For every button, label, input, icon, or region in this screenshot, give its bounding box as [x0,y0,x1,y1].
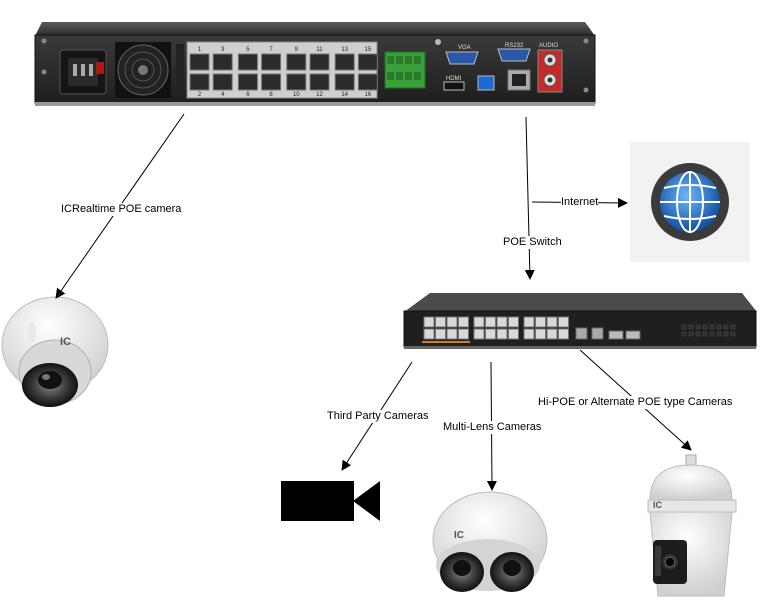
nvr-port-number: 16 [365,92,372,98]
label-internet: Internet [561,196,599,209]
switch-port [508,316,519,328]
video-camera-icon [281,481,380,521]
switch-port [508,328,519,340]
switch-port [485,316,496,328]
nvr-port [309,53,330,71]
switch-port [546,316,558,328]
nvr-port [309,73,330,91]
audio-jack-icons [537,49,563,93]
label-third-party-cameras: Third Party Cameras [327,410,429,423]
nvr-port [357,73,378,91]
internet-globe-icon [630,142,750,262]
nvr-poe-ports [189,53,378,91]
switch-port [423,316,435,328]
switch-port [535,316,546,328]
switch-port [435,328,446,340]
nvr-port-number: 11 [316,47,323,53]
rs232-port-icon [497,48,531,62]
switch-port [485,328,496,340]
nvr-port-number: 14 [341,92,348,98]
multi-lens-camera-logo: IC [454,530,464,541]
switch-port [473,328,485,340]
switch-port [558,328,569,340]
nvr-port-number: 4 [221,92,225,98]
ptz-camera-logo: IC [653,500,663,510]
hdmi-port-icon [443,81,465,91]
poe-switch-ports [422,316,569,343]
multi-lens-camera [432,491,548,592]
nvr-port [286,53,307,71]
nvr-port-number: 2 [198,92,202,98]
poe-indicator-strip [422,341,470,343]
switch-port [423,328,435,340]
nvr-port [189,73,210,91]
icrealtime-dome-camera [1,296,109,407]
nvr-port-number: 5 [246,47,250,53]
audio-label: AUDIO [539,43,558,49]
switch-port [446,328,458,340]
switch-port [496,316,508,328]
nvr-port [237,53,258,71]
rs232-label: RS232 [505,43,524,49]
label-hi-poe-cameras: Hi-POE or Alternate POE type Cameras [538,396,733,409]
alarm-terminal-block [384,51,426,89]
nvr-port-number: 1 [198,47,202,53]
nvr-port [261,73,282,91]
ethernet-port-icon [507,69,531,91]
nvr-port-number: 10 [293,92,300,98]
nvr-port [261,53,282,71]
nvr-port [237,73,258,91]
nvr-port-number: 12 [316,92,323,98]
nvr-port-number: 6 [246,92,250,98]
nvr-port [212,73,233,91]
switch-port [558,316,569,328]
nvr-port [286,73,307,91]
switch-port [473,316,485,328]
switch-port [458,316,469,328]
switch-port [435,316,446,328]
nvr-port-number: 13 [341,47,348,53]
nvr-port-number: 7 [269,47,273,53]
usb-port-icon [477,75,495,91]
nvr-port-number: 9 [295,47,299,53]
hdmi-label: HDMI [446,76,462,82]
nvr-port [357,53,378,71]
nvr-port-number: 3 [221,47,225,53]
label-poe-switch: POE Switch [503,236,562,249]
label-icrealtime-poe-camera: ICRealtime POE camera [61,203,182,216]
switch-port [535,328,546,340]
switch-port [458,328,469,340]
vga-port-icon [445,51,479,65]
power-socket-icon [59,49,107,95]
nvr-port [334,53,355,71]
ptz-camera [647,454,737,597]
nvr-port-number: 8 [269,92,273,98]
nvr-port-number: 15 [365,47,372,53]
fan-icon [115,42,171,98]
switch-port [446,316,458,328]
switch-port [523,316,535,328]
switch-port [546,328,558,340]
vga-label: VGA [458,45,471,51]
switch-port [523,328,535,340]
poe-switch [403,293,757,349]
nvr-port [334,73,355,91]
line-nvr-to-switch [524,116,535,280]
label-multi-lens-cameras: Multi-Lens Cameras [443,421,542,434]
switch-port [496,328,508,340]
nvr-port [212,53,233,71]
nvr-port [189,53,210,71]
dome-camera-logo: IC [60,336,71,348]
